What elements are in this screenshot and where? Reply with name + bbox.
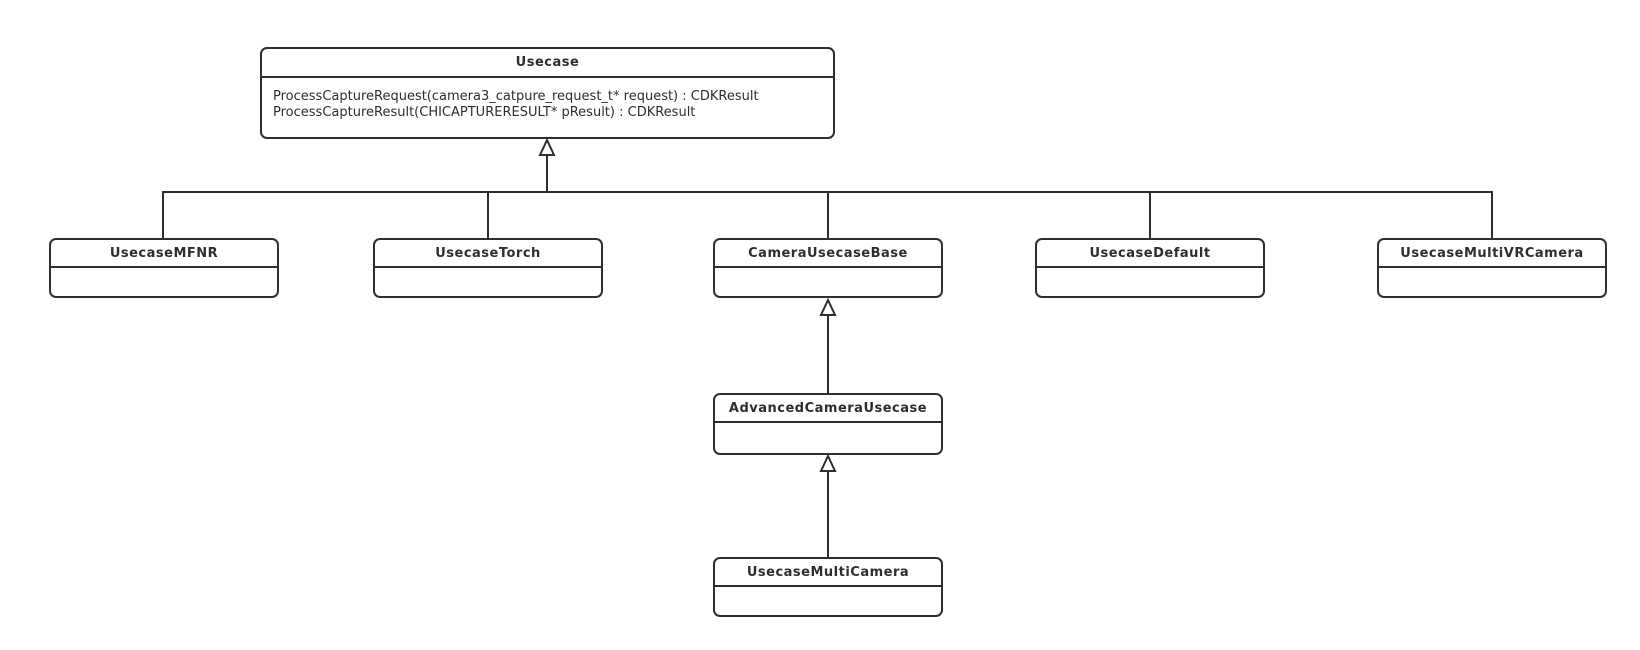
class-name-usecase: Usecase bbox=[262, 49, 833, 78]
class-name-usecasedefault: UsecaseDefault bbox=[1037, 240, 1263, 268]
class-name-usecasetorch: UsecaseTorch bbox=[375, 240, 601, 268]
class-members-advancedcamerausecase bbox=[715, 423, 941, 453]
class-name-usecasemultivrcamera: UsecaseMultiVRCamera bbox=[1379, 240, 1605, 268]
class-box-usecasetorch: UsecaseTorch bbox=[373, 238, 603, 298]
method-processcapturerequest: ProcessCaptureRequest(camera3_catpure_re… bbox=[273, 89, 759, 104]
class-name-usecasemfnr: UsecaseMFNR bbox=[51, 240, 277, 268]
class-box-usecasedefault: UsecaseDefault bbox=[1035, 238, 1265, 298]
generalization-edge-subclasses-to-usecase bbox=[162, 137, 1493, 238]
generalization-edge-advancedcamerausecase-to-camerausecasebase bbox=[819, 297, 837, 393]
class-box-advancedcamerausecase: AdvancedCameraUsecase bbox=[713, 393, 943, 455]
class-box-usecasemfnr: UsecaseMFNR bbox=[49, 238, 279, 298]
class-members-camerausecasebase bbox=[715, 268, 941, 296]
generalization-arrowhead-camerausecasebase bbox=[819, 297, 837, 316]
class-members-usecasemulticamera bbox=[715, 587, 941, 615]
class-box-usecase: Usecase ProcessCaptureRequest(camera3_ca… bbox=[260, 47, 835, 139]
class-members-usecasemultivrcamera bbox=[1379, 268, 1605, 296]
class-members-usecasetorch bbox=[375, 268, 601, 296]
class-box-usecasemulticamera: UsecaseMultiCamera bbox=[713, 557, 943, 617]
edge-bus-line bbox=[162, 155, 1493, 238]
method-processcaptureresult: ProcessCaptureResult(CHICAPTURERESULT* p… bbox=[273, 104, 696, 120]
class-box-camerausecasebase: CameraUsecaseBase bbox=[713, 238, 943, 298]
generalization-arrowhead-usecase bbox=[538, 137, 556, 156]
class-name-camerausecasebase: CameraUsecaseBase bbox=[715, 240, 941, 268]
class-box-usecasemultivrcamera: UsecaseMultiVRCamera bbox=[1377, 238, 1607, 298]
class-members-usecasedefault bbox=[1037, 268, 1263, 296]
class-members-usecase: ProcessCaptureRequest(camera3_catpure_re… bbox=[262, 78, 833, 137]
class-name-usecasemulticamera: UsecaseMultiCamera bbox=[715, 559, 941, 587]
generalization-edge-usecasemulticamera-to-advancedcamerausecase bbox=[819, 453, 837, 557]
generalization-arrowhead-advancedcamerausecase bbox=[819, 453, 837, 472]
class-name-advancedcamerausecase: AdvancedCameraUsecase bbox=[715, 395, 941, 423]
class-members-usecasemfnr bbox=[51, 268, 277, 296]
